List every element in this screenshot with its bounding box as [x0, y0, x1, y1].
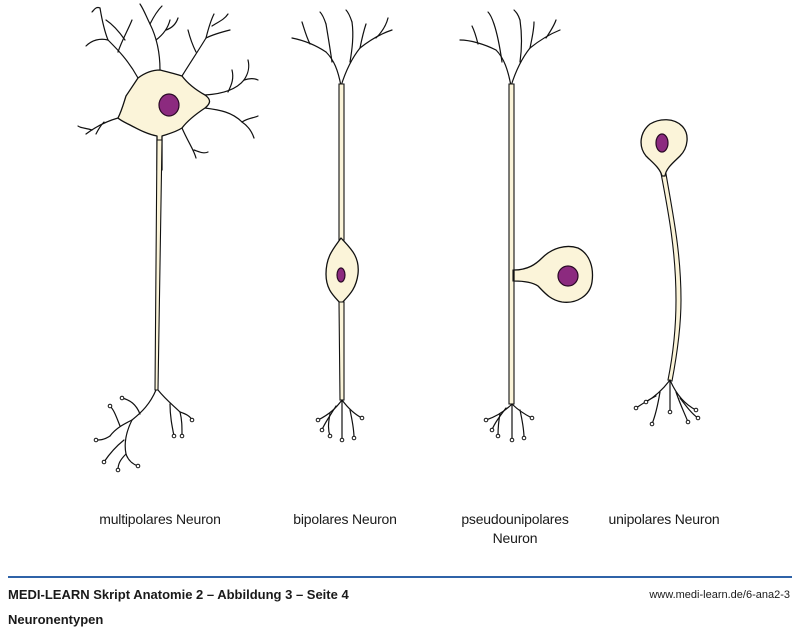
pseudounipolar-bouton	[509, 437, 515, 443]
pseudounipolar-nucleus	[557, 265, 579, 287]
bipolar-axon	[338, 301, 345, 401]
multipolar-neuron	[77, 3, 259, 473]
unipolar-axon	[659, 167, 682, 382]
unipolar-bouton	[649, 421, 655, 427]
pseudounipolar-terminals	[485, 403, 533, 441]
multipolar-boutons	[93, 395, 195, 473]
pseudounipolar-bouton	[483, 417, 489, 423]
bipolar-nucleus	[336, 267, 346, 283]
multipolar-bouton	[107, 403, 113, 409]
multipolar-bouton	[119, 395, 125, 401]
multipolar-soma	[117, 69, 211, 171]
unipolar-neuron-label: unipolares Neuron	[608, 511, 720, 527]
footer-title: MEDI-LEARN Skript Anatomie 2 – Abbildung…	[8, 587, 349, 602]
bipolar-bouton	[339, 437, 345, 443]
figure-caption: Neuronentypen	[8, 612, 104, 627]
multipolar-bouton	[101, 459, 107, 465]
pseudounipolar-neuron-label: pseudounipolares Neuron	[461, 511, 569, 546]
multipolar-nucleus	[158, 93, 180, 117]
footer-divider	[8, 576, 792, 578]
pseudounipolar-bouton	[495, 433, 501, 439]
unipolar-bouton	[695, 415, 701, 421]
multipolar-axon	[154, 139, 163, 391]
bipolar-neuron	[291, 9, 393, 443]
neuron-types-diagram	[77, 3, 701, 473]
bipolar-bouton	[359, 415, 365, 421]
unipolar-terminals	[635, 379, 699, 425]
pseudounipolar-neuron	[459, 9, 594, 443]
unipolar-neuron	[633, 119, 701, 427]
multipolar-bouton	[171, 433, 177, 439]
unipolar-bouton	[693, 407, 699, 413]
multipolar-bouton	[135, 463, 141, 469]
bipolar-bouton	[351, 435, 357, 441]
unipolar-bouton	[643, 399, 649, 405]
unipolar-bouton	[633, 405, 639, 411]
multipolar-bouton	[93, 437, 99, 443]
pseudounipolar-bouton	[529, 415, 535, 421]
bipolar-bouton	[315, 417, 321, 423]
unipolar-bouton	[667, 409, 673, 415]
multipolar-bouton	[115, 467, 121, 473]
multipolar-bouton	[179, 433, 185, 439]
bipolar-boutons	[315, 415, 365, 443]
multipolar-dendrites	[77, 3, 259, 159]
bipolar-neuron-label: bipolares Neuron	[293, 511, 397, 527]
pseudounipolar-axon	[508, 83, 515, 405]
pseudounipolar-bouton	[521, 435, 527, 441]
bipolar-dendrite-fiber	[338, 83, 345, 241]
pseudounipolar-dendrites	[459, 9, 561, 87]
multipolar-bouton	[189, 417, 195, 423]
bipolar-dendrites	[291, 9, 393, 87]
footer-url: www.medi-learn.de/6-ana2-3	[649, 589, 790, 601]
multipolar-neuron-label: multipolares Neuron	[99, 511, 221, 527]
multipolar-terminals	[95, 389, 193, 471]
pseudounipolar-bouton	[489, 427, 495, 433]
pseudounipolar-soma	[513, 245, 594, 303]
pseudounipolar-boutons	[483, 415, 535, 443]
unipolar-nucleus	[655, 133, 669, 153]
bipolar-bouton	[319, 427, 325, 433]
unipolar-bouton	[685, 419, 691, 425]
bipolar-terminals	[317, 399, 363, 441]
bipolar-bouton	[327, 433, 333, 439]
unipolar-boutons	[633, 399, 701, 427]
